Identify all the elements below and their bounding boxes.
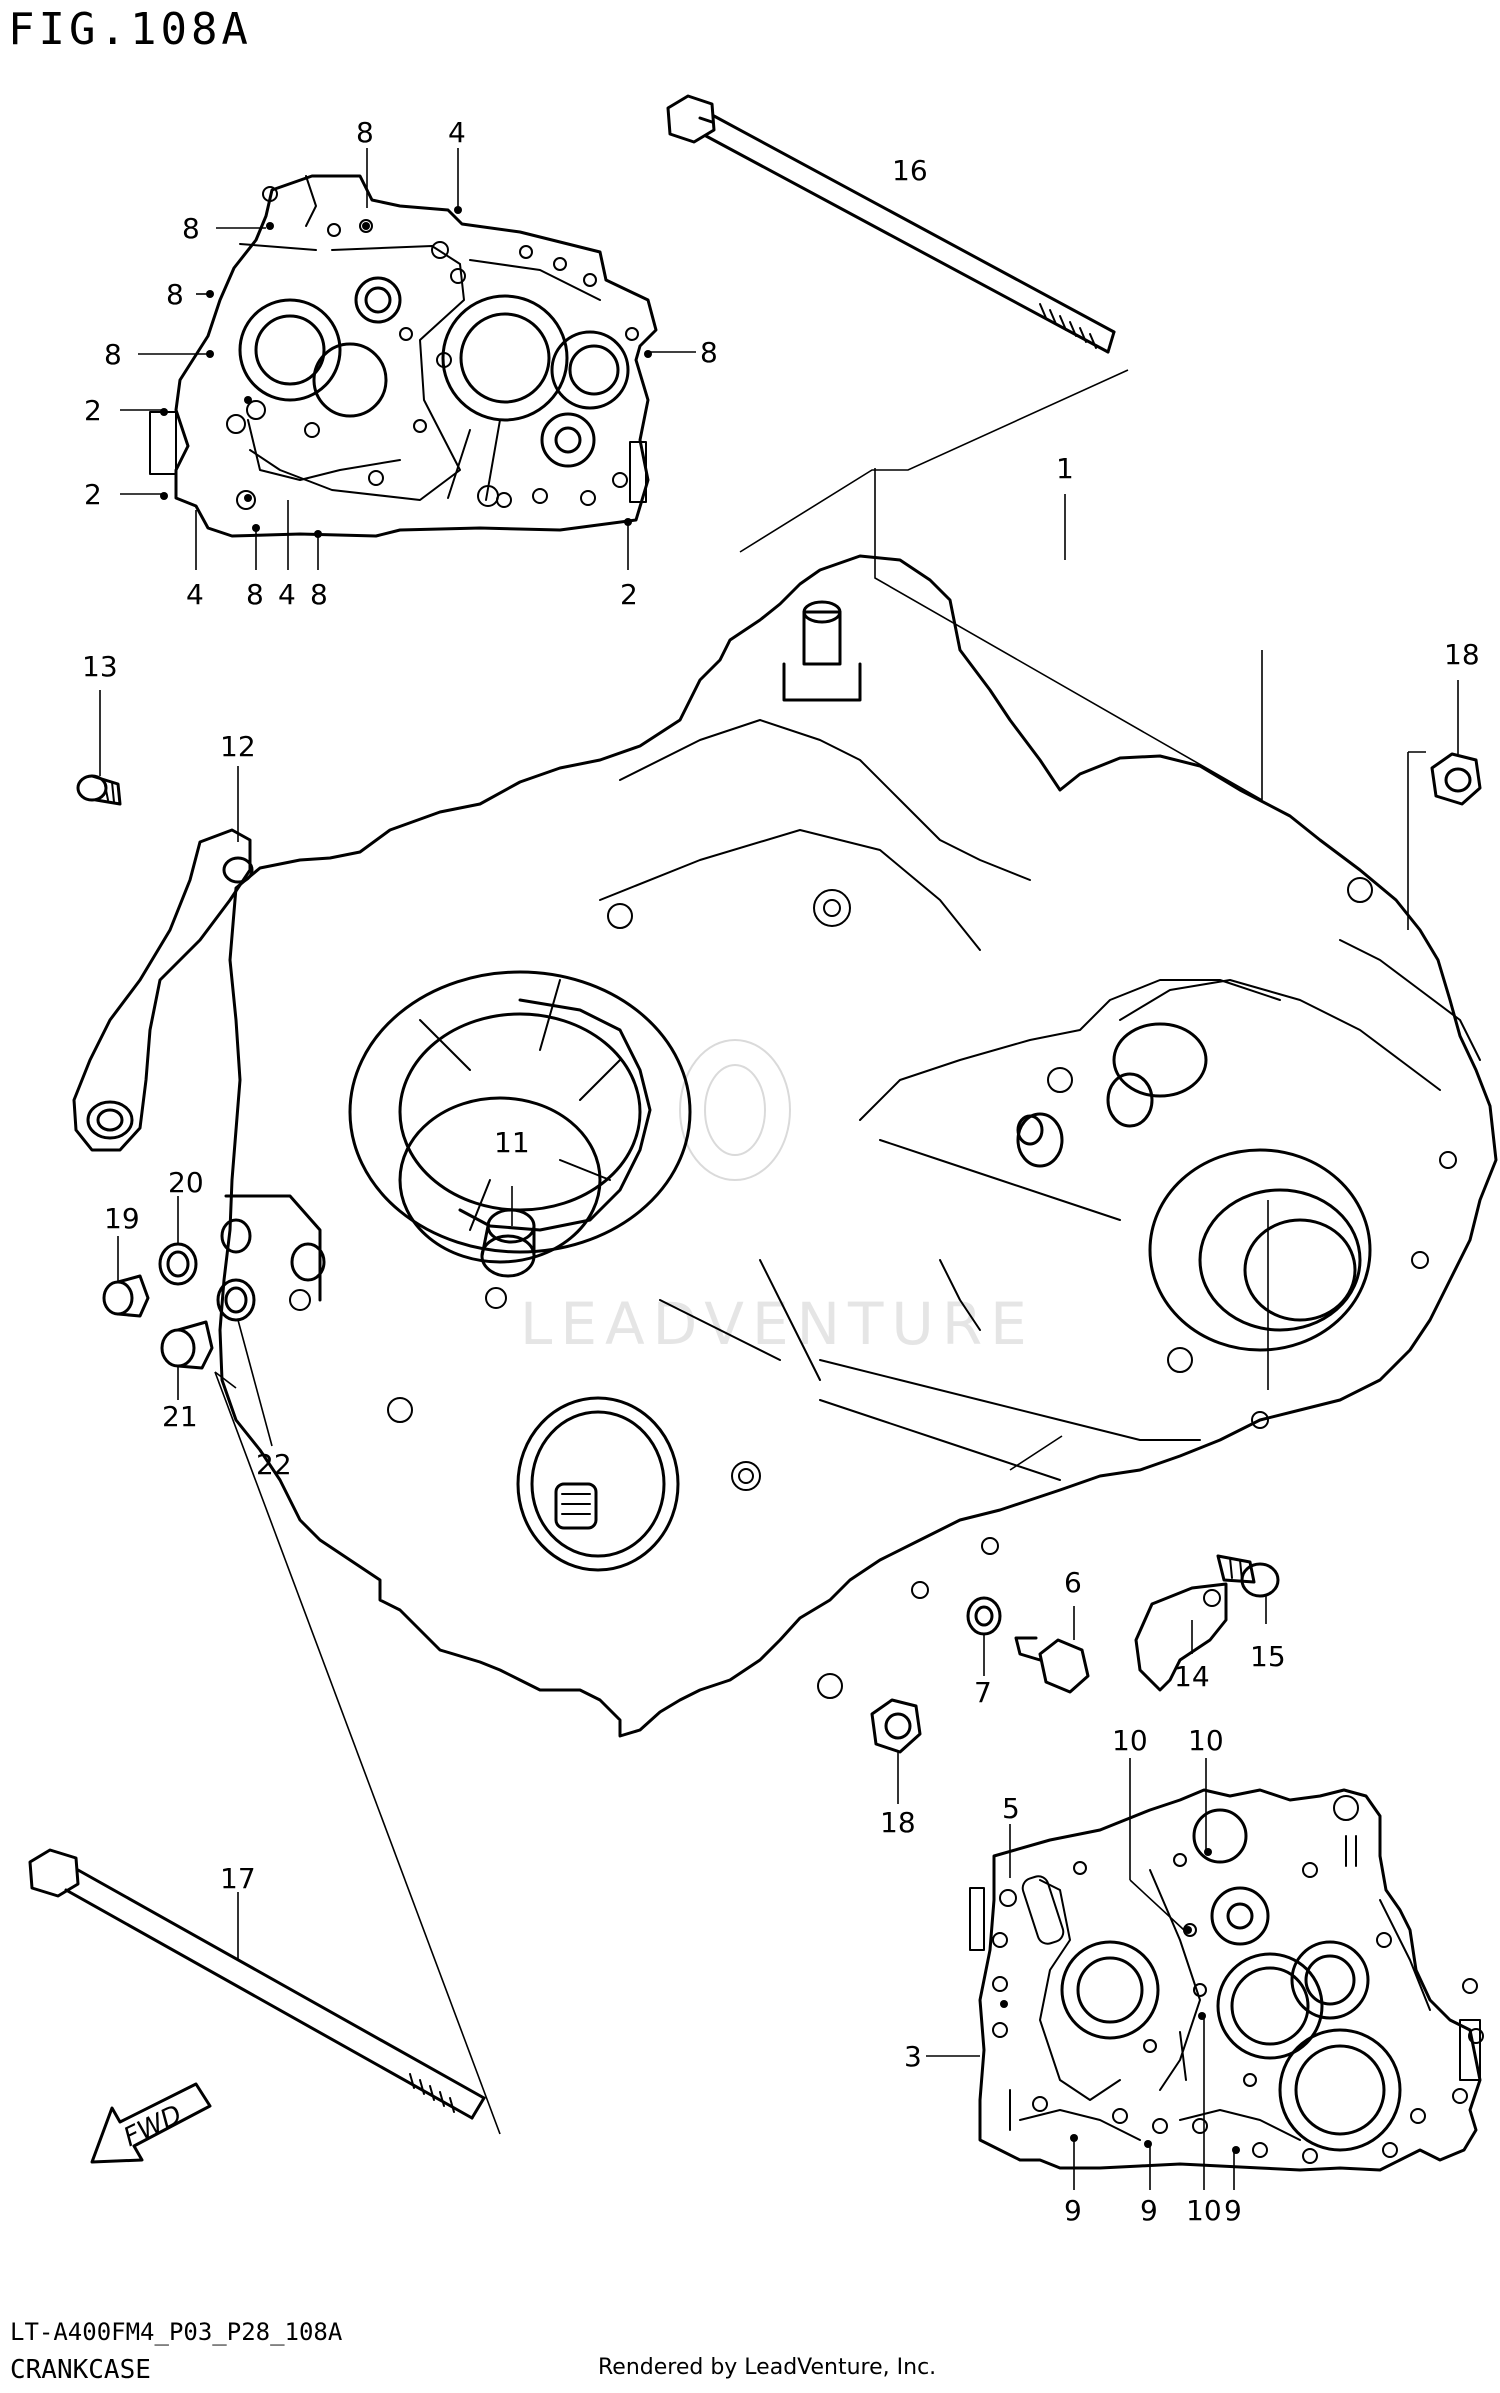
callout-5[interactable]: 5 xyxy=(1002,1792,1020,1825)
crankcase-assembly[interactable] xyxy=(72,554,1498,1738)
callout-13[interactable]: 13 xyxy=(82,650,118,683)
callout-1[interactable]: 1 xyxy=(1056,452,1074,485)
figure-title: FIG.108A xyxy=(8,4,252,55)
figure-caption: CRANKCASE xyxy=(10,2355,151,2385)
fwd-label: FWD xyxy=(119,2100,187,2154)
callout-18[interactable]: 18 xyxy=(1444,638,1480,671)
callout-16[interactable]: 16 xyxy=(892,154,928,187)
watermark-text: LEADVENTURE xyxy=(520,1290,1035,1358)
bolt-6[interactable] xyxy=(1014,1636,1090,1694)
callout-2[interactable]: 2 xyxy=(84,394,102,427)
bolt-13[interactable] xyxy=(76,774,122,806)
callout-19[interactable]: 19 xyxy=(104,1202,140,1235)
callout-2[interactable]: 2 xyxy=(84,478,102,511)
callout-10[interactable]: 10 xyxy=(1186,2194,1222,2227)
callout-8[interactable]: 8 xyxy=(700,336,718,369)
reference-code: LT-A400FM4_P03_P28_108A xyxy=(10,2318,343,2346)
callout-10[interactable]: 10 xyxy=(1188,1724,1224,1757)
callout-10[interactable]: 10 xyxy=(1112,1724,1148,1757)
callout-6[interactable]: 6 xyxy=(1064,1566,1082,1599)
washer-22[interactable] xyxy=(216,1278,256,1322)
callout-2[interactable]: 2 xyxy=(620,578,638,611)
callout-4[interactable]: 4 xyxy=(448,116,466,149)
callout-20[interactable]: 20 xyxy=(168,1166,204,1199)
callout-8[interactable]: 8 xyxy=(356,116,374,149)
callout-8[interactable]: 8 xyxy=(182,212,200,245)
crankcase-bolt-long-upper[interactable] xyxy=(666,94,1116,354)
callout-21[interactable]: 21 xyxy=(162,1400,198,1433)
callout-11[interactable]: 11 xyxy=(494,1126,530,1159)
plug-19[interactable] xyxy=(102,1274,150,1318)
nut-18-lower[interactable] xyxy=(870,1698,922,1754)
forward-direction-arrow: FWD xyxy=(90,2082,212,2164)
callout-8[interactable]: 8 xyxy=(104,338,122,371)
callout-9[interactable]: 9 xyxy=(1064,2194,1082,2227)
plug-21[interactable] xyxy=(160,1320,214,1370)
callout-18[interactable]: 18 xyxy=(880,1806,916,1839)
callout-3[interactable]: 3 xyxy=(904,2040,922,2073)
callout-14[interactable]: 14 xyxy=(1174,1660,1210,1693)
callout-4[interactable]: 4 xyxy=(278,578,296,611)
callout-15[interactable]: 15 xyxy=(1250,1640,1286,1673)
callout-numbers: 8 4 8 8 8 8 2 2 4 8 4 8 2 16 1 13 12 18 … xyxy=(82,116,1480,2227)
callout-7[interactable]: 7 xyxy=(974,1676,992,1709)
nut-18-upper[interactable] xyxy=(1430,752,1482,806)
callout-8[interactable]: 8 xyxy=(246,578,264,611)
washer-7[interactable] xyxy=(966,1596,1002,1636)
callout-12[interactable]: 12 xyxy=(220,730,256,763)
render-credit: Rendered by LeadVenture, Inc. xyxy=(598,2355,937,2380)
callout-leaders xyxy=(99,148,1459,2190)
crankcase-right-half-inner-view[interactable] xyxy=(969,1788,1484,2172)
bolt-15[interactable] xyxy=(1216,1554,1280,1598)
callout-4[interactable]: 4 xyxy=(186,578,204,611)
assembly-reference-lines xyxy=(214,369,1426,2135)
crankcase-bolt-long-lower[interactable] xyxy=(28,1848,486,2120)
watermark-emblem xyxy=(679,1039,791,1181)
crankcase-left-half-inner-view[interactable] xyxy=(149,174,658,538)
washer-20[interactable] xyxy=(158,1242,198,1286)
callout-17[interactable]: 17 xyxy=(220,1862,256,1895)
callout-22[interactable]: 22 xyxy=(256,1448,292,1481)
callout-8[interactable]: 8 xyxy=(310,578,328,611)
callout-9[interactable]: 9 xyxy=(1224,2194,1242,2227)
callout-8[interactable]: 8 xyxy=(166,278,184,311)
callout-9[interactable]: 9 xyxy=(1140,2194,1158,2227)
